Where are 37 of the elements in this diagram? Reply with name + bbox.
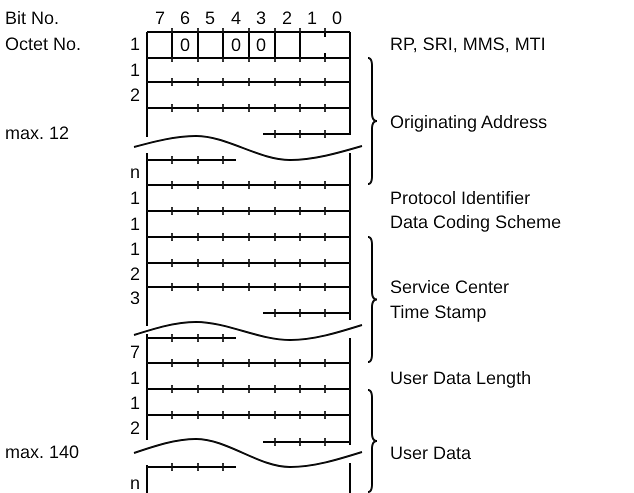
octet-count: 1 (130, 368, 140, 388)
octet-count: 3 (130, 288, 140, 308)
bit-number-heading: Bit No. (5, 8, 60, 28)
bit-value: 0 (180, 35, 190, 55)
field-name: User Data (390, 443, 472, 463)
field-name: Time Stamp (390, 302, 486, 322)
octet-count: 2 (130, 418, 140, 438)
bit-value: 0 (256, 35, 266, 55)
max-octet-count: max. 140 (5, 442, 80, 462)
octet-count: 1 (130, 239, 140, 259)
bit-number: 7 (155, 8, 165, 28)
octet-count: 7 (130, 342, 140, 362)
octet-count: 2 (130, 264, 140, 284)
bit-number: 1 (307, 8, 317, 28)
octet-count: 2 (130, 85, 140, 105)
field-name: Originating Address (390, 112, 548, 132)
bit-number: 5 (205, 8, 215, 28)
bit-number: 2 (282, 8, 292, 28)
octet-number-heading: Octet No. (5, 34, 82, 54)
octet-count: 1 (130, 34, 140, 54)
max-octet-count: max. 12 (5, 123, 70, 143)
bit-number: 3 (256, 8, 266, 28)
field-name: RP, SRI, MMS, MTI (390, 34, 546, 54)
octet-count: n (130, 473, 140, 493)
octet-count: 1 (130, 214, 140, 234)
octet-count: 1 (130, 60, 140, 80)
field-name: Data Coding Scheme (390, 212, 562, 232)
field-name: User Data Length (390, 368, 532, 388)
bit-number: 6 (180, 8, 190, 28)
octet-count: n (130, 162, 140, 182)
octet-count: 1 (130, 393, 140, 413)
field-name: Protocol Identifier (390, 188, 530, 208)
bit-number: 0 (332, 8, 342, 28)
bit-value: 0 (231, 35, 241, 55)
field-name: Service Center (390, 277, 510, 297)
octet-count: 1 (130, 188, 140, 208)
bit-number: 4 (231, 8, 241, 28)
